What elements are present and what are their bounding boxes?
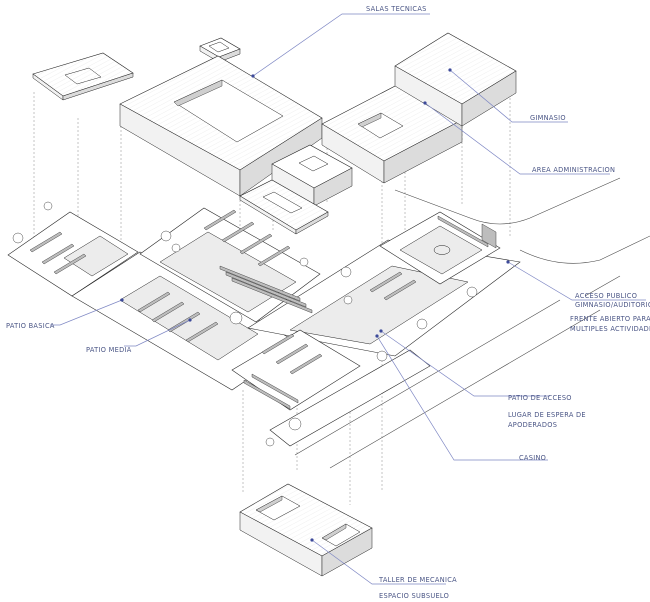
label-patio-basica: PATIO BASICA <box>6 322 55 330</box>
trees <box>12 201 478 447</box>
leader-lines <box>50 13 646 585</box>
label-acceso-publico: ACCESO PUBLICO <box>575 292 637 300</box>
label-lugar-de-espera: LUGAR DE ESPERA DE <box>508 411 586 419</box>
label-espacio-subsuelo: ESPACIO SUBSUELO <box>379 592 449 600</box>
label-taller-de-mecanica: TALLER DE MECANICA <box>378 576 457 584</box>
label-salas-tecnicas: SALAS TECNICAS <box>366 5 427 13</box>
label-patio-media: PATIO MEDIA <box>86 346 132 354</box>
label-patio-de-acceso: PATIO DE ACCESO <box>508 394 572 402</box>
small-tower-block <box>271 144 353 207</box>
label-casino: CASINO <box>519 454 546 462</box>
label-gimnasio-auditorio: GIMNASIO/AUDITORIO <box>575 301 650 309</box>
salas-tecnicas-ring-building <box>119 55 323 197</box>
label-multiples-actividades: MULTIPLES ACTIVIDADES <box>570 325 650 333</box>
room-walls <box>29 209 497 410</box>
salas-tecnicas-left-slab <box>32 52 134 101</box>
ground-floor-plan <box>7 177 650 469</box>
label-apoderados: APODERADOS <box>508 421 557 429</box>
label-gimnasio: GIMNASIO <box>530 114 566 122</box>
labels: SALAS TECNICAS GIMNASIO AREA ADMINISTRAC… <box>6 5 650 600</box>
gimnasio-block <box>394 32 517 127</box>
leader-dots <box>120 68 510 542</box>
lower-ring-slab <box>239 179 329 235</box>
label-frente-abierto: FRENTE ABIERTO PARA <box>570 315 650 323</box>
taller-mecanica-block <box>239 483 373 577</box>
label-area-administracion: AREA ADMINISTRACION <box>532 166 615 174</box>
streets <box>294 177 650 469</box>
